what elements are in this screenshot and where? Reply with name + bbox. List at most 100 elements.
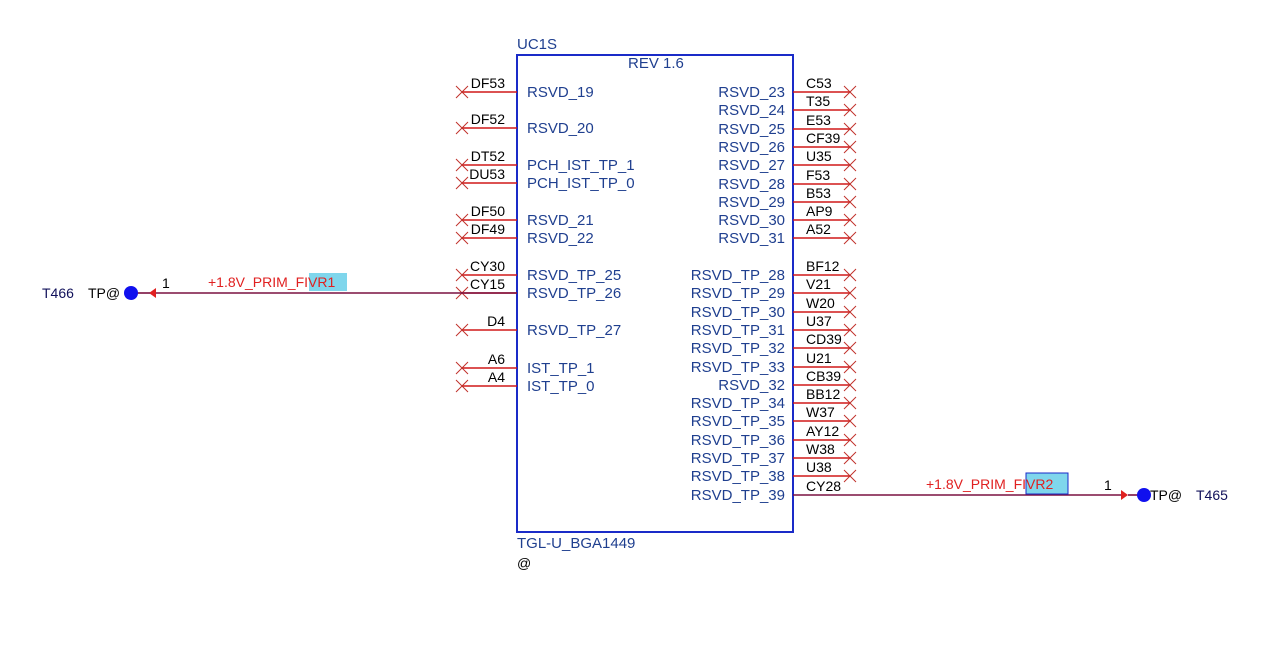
no-connect-icon <box>843 396 857 410</box>
pin-name: IST_TP_0 <box>527 378 595 395</box>
pin-name: RSVD_TP_36 <box>691 432 785 449</box>
no-connect-icon <box>455 231 469 245</box>
right-net-highlight <box>1025 472 1069 495</box>
pin-ball: BF12 <box>806 258 840 274</box>
pin-name: RSVD_TP_35 <box>691 413 785 430</box>
pin-name: RSVD_TP_38 <box>691 468 785 485</box>
right-tp-pin-number: 1 <box>1104 477 1112 493</box>
no-connect-icon <box>843 140 857 154</box>
no-connect-icon <box>843 122 857 136</box>
right-tp-label: TP@ <box>1150 487 1182 503</box>
no-connect-icon <box>843 268 857 282</box>
left-net-arrow-icon <box>149 288 156 298</box>
pin-ball: DU53 <box>469 166 505 182</box>
pin-ball: E53 <box>806 112 831 128</box>
pin-name: RSVD_19 <box>527 84 594 101</box>
pin-name: RSVD_TP_31 <box>691 322 785 339</box>
no-connect-icon <box>843 469 857 483</box>
pin-ball: DF49 <box>471 221 505 237</box>
left-net-name[interactable]: +1.8V_PRIM_FIVR1 <box>208 274 335 290</box>
pin-ball: W37 <box>806 404 835 420</box>
pin-name: RSVD_TP_34 <box>691 395 785 412</box>
pin-ball: F53 <box>806 167 830 183</box>
pin-ball: A6 <box>488 351 505 367</box>
no-connect-icon <box>455 121 469 135</box>
pin-ball: W38 <box>806 441 835 457</box>
pin-ball: CY30 <box>470 258 505 274</box>
pin-ball: V21 <box>806 276 831 292</box>
pin-name: RSVD_TP_30 <box>691 304 785 321</box>
left-testpoint-dot-icon[interactable] <box>124 286 138 300</box>
right-net-name[interactable]: +1.8V_PRIM_FIVR2 <box>926 476 1053 492</box>
no-connect-icon <box>455 158 469 172</box>
pin-ball: CY28 <box>806 478 841 494</box>
pin-name: RSVD_32 <box>718 377 785 394</box>
pin-name: RSVD_22 <box>527 230 594 247</box>
left-net-name-highlight: FIVR <box>296 274 328 290</box>
left-net-name-suffix: 1 <box>327 274 335 290</box>
pin-name: RSVD_TP_32 <box>691 340 785 357</box>
pin-ball: DF52 <box>471 111 505 127</box>
pin-name: RSVD_TP_28 <box>691 267 785 284</box>
right-tp-ref: T465 <box>1196 487 1228 503</box>
no-connect-icon <box>455 85 469 99</box>
pin-ball: AY12 <box>806 423 839 439</box>
no-connect-icon <box>455 268 469 282</box>
left-tp-ref: T466 <box>42 285 74 301</box>
no-connect-icon <box>455 323 469 337</box>
right-testpoint-net[interactable]: TP@ T465 1 +1.8V_PRIM_FIVR2 <box>793 472 1228 503</box>
pin-name: RSVD_28 <box>718 176 785 193</box>
no-connect-icon <box>843 414 857 428</box>
pin-ball: CF39 <box>806 130 840 146</box>
pin-ball: BB12 <box>806 386 840 402</box>
no-connect-icon <box>455 213 469 227</box>
no-connect-icon <box>455 176 469 190</box>
left-testpoint-net[interactable]: T466 TP@ 1 +1.8V_PRIM_FIVR1 <box>42 273 517 301</box>
pin-name: RSVD_27 <box>718 157 785 174</box>
no-connect-icon <box>843 341 857 355</box>
left-pin-group: DF53RSVD_19DF52RSVD_20DT52PCH_IST_TP_1DU… <box>455 75 635 395</box>
pin-ball: B53 <box>806 185 831 201</box>
pin-ball: D4 <box>487 313 505 329</box>
pin-name: RSVD_TP_26 <box>527 285 621 302</box>
pin-ball: T35 <box>806 93 830 109</box>
pin-name: RSVD_TP_27 <box>527 322 621 339</box>
right-testpoint-dot-icon[interactable] <box>1137 488 1151 502</box>
pin-ball: U37 <box>806 313 832 329</box>
